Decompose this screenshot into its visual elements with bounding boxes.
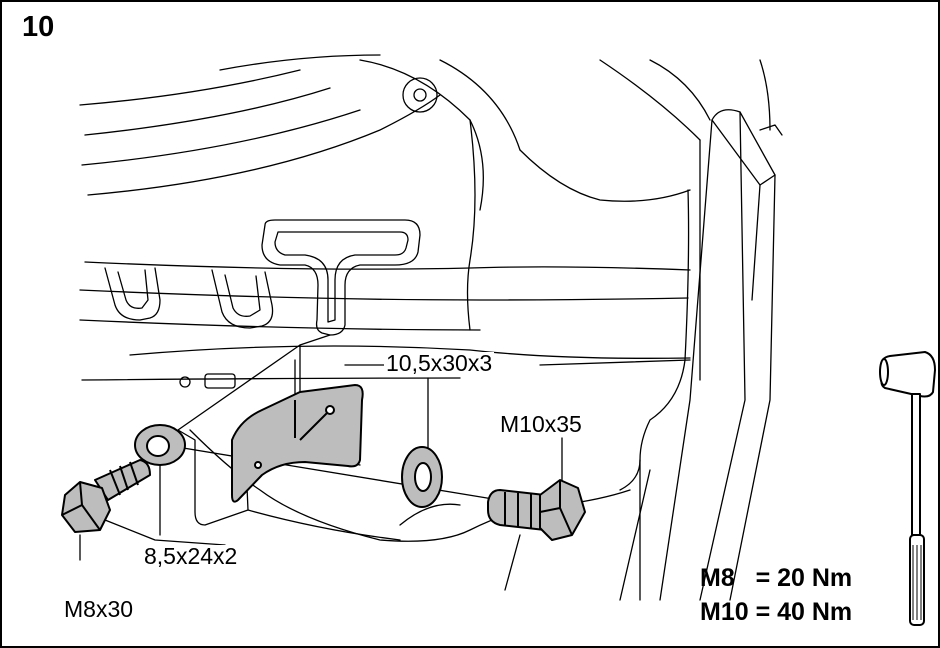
bolt-m8	[61, 459, 151, 533]
bolt-m10	[487, 479, 586, 541]
slanted-beam	[619, 109, 783, 601]
step-number: 10	[22, 11, 55, 43]
bracket	[231, 384, 364, 503]
body-hole	[179, 77, 438, 389]
washer-small	[134, 424, 186, 466]
label-washer-small: 8,5x24x2	[142, 543, 240, 569]
torque-m10: M10 = 40 Nm	[700, 598, 853, 626]
bracket-hole	[325, 405, 335, 415]
vehicle-body-lines	[79, 54, 771, 542]
tie-down-loops	[104, 219, 421, 336]
label-bolt-large: M10x35	[498, 411, 584, 437]
torque-wrench-icon	[879, 351, 936, 626]
label-bolt-small: M8x30	[62, 596, 136, 622]
washer-large	[401, 446, 443, 508]
torque-m8: M8 = 20 Nm	[700, 564, 853, 592]
label-washer-large: 10,5x30x3	[384, 350, 495, 376]
